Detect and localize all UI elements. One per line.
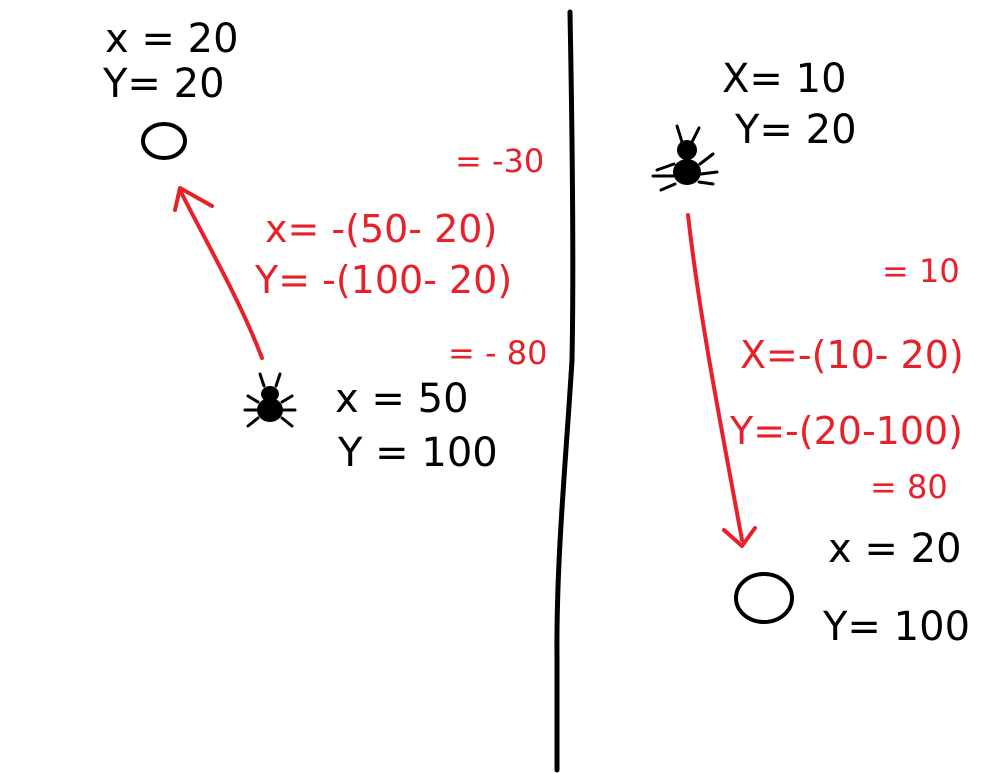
left-target-circle-icon bbox=[141, 122, 187, 160]
left-arrow bbox=[178, 188, 264, 360]
left-target-y-label: Y= 20 bbox=[102, 61, 225, 107]
right-arrow-head bbox=[722, 526, 757, 548]
right-bug-icon bbox=[651, 124, 719, 192]
left-arrow-head bbox=[173, 186, 214, 212]
right-target-circle-icon bbox=[734, 572, 794, 624]
left-panel: x = 20 Y= 20 = -30 x= -(50- 20) Y= -(100… bbox=[102, 16, 547, 476]
left-bug-y-label: Y = 100 bbox=[337, 430, 498, 476]
right-y-formula: Y=-(20-100) bbox=[729, 409, 963, 453]
left-target-x-label: x = 20 bbox=[105, 16, 239, 62]
right-target-y-label: Y= 100 bbox=[822, 604, 970, 650]
left-x-formula: x= -(50- 20) bbox=[265, 207, 497, 251]
left-y-result: = - 80 bbox=[448, 334, 547, 372]
right-panel: X= 10 Y= 20 = 10 X=-(10- 20) Y=-(20-100)… bbox=[651, 56, 970, 650]
left-x-result: = -30 bbox=[455, 142, 544, 180]
divider-line bbox=[554, 9, 576, 773]
right-x-formula: X=-(10- 20) bbox=[740, 333, 964, 377]
right-bug-y-label: Y= 20 bbox=[734, 107, 857, 153]
left-bug-x-label: x = 50 bbox=[335, 376, 469, 422]
right-arrow bbox=[686, 213, 744, 542]
left-bug-icon bbox=[243, 372, 297, 428]
right-target-x-label: x = 20 bbox=[828, 526, 962, 572]
right-y-result: = 80 bbox=[870, 468, 948, 506]
left-y-formula: Y= -(100- 20) bbox=[254, 258, 512, 302]
right-bug-x-label: X= 10 bbox=[722, 56, 847, 102]
right-x-result: = 10 bbox=[882, 252, 960, 290]
